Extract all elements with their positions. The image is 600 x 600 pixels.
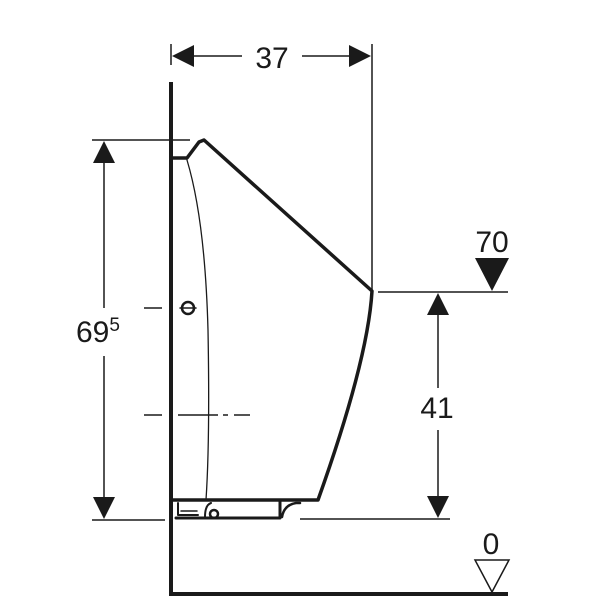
rim-height-dimension-label: 41: [420, 392, 453, 425]
rim-level-label: 70: [475, 226, 508, 259]
height-dimension-label: 695: [76, 315, 120, 349]
height-superscript: 5: [109, 315, 120, 336]
height-value: 69: [76, 316, 109, 349]
rim-level-marker: [475, 258, 509, 291]
floor-level-label: 0: [483, 528, 500, 561]
floor-level-marker: [473, 559, 511, 594]
center-lines: [144, 307, 250, 416]
wall-and-floor: [169, 82, 508, 596]
urinal-body: [170, 138, 374, 520]
rim-height-dimension: [300, 291, 508, 520]
width-dimension-label: 37: [255, 42, 288, 75]
height-dimension: [92, 139, 190, 521]
width-dimension: [170, 44, 373, 291]
